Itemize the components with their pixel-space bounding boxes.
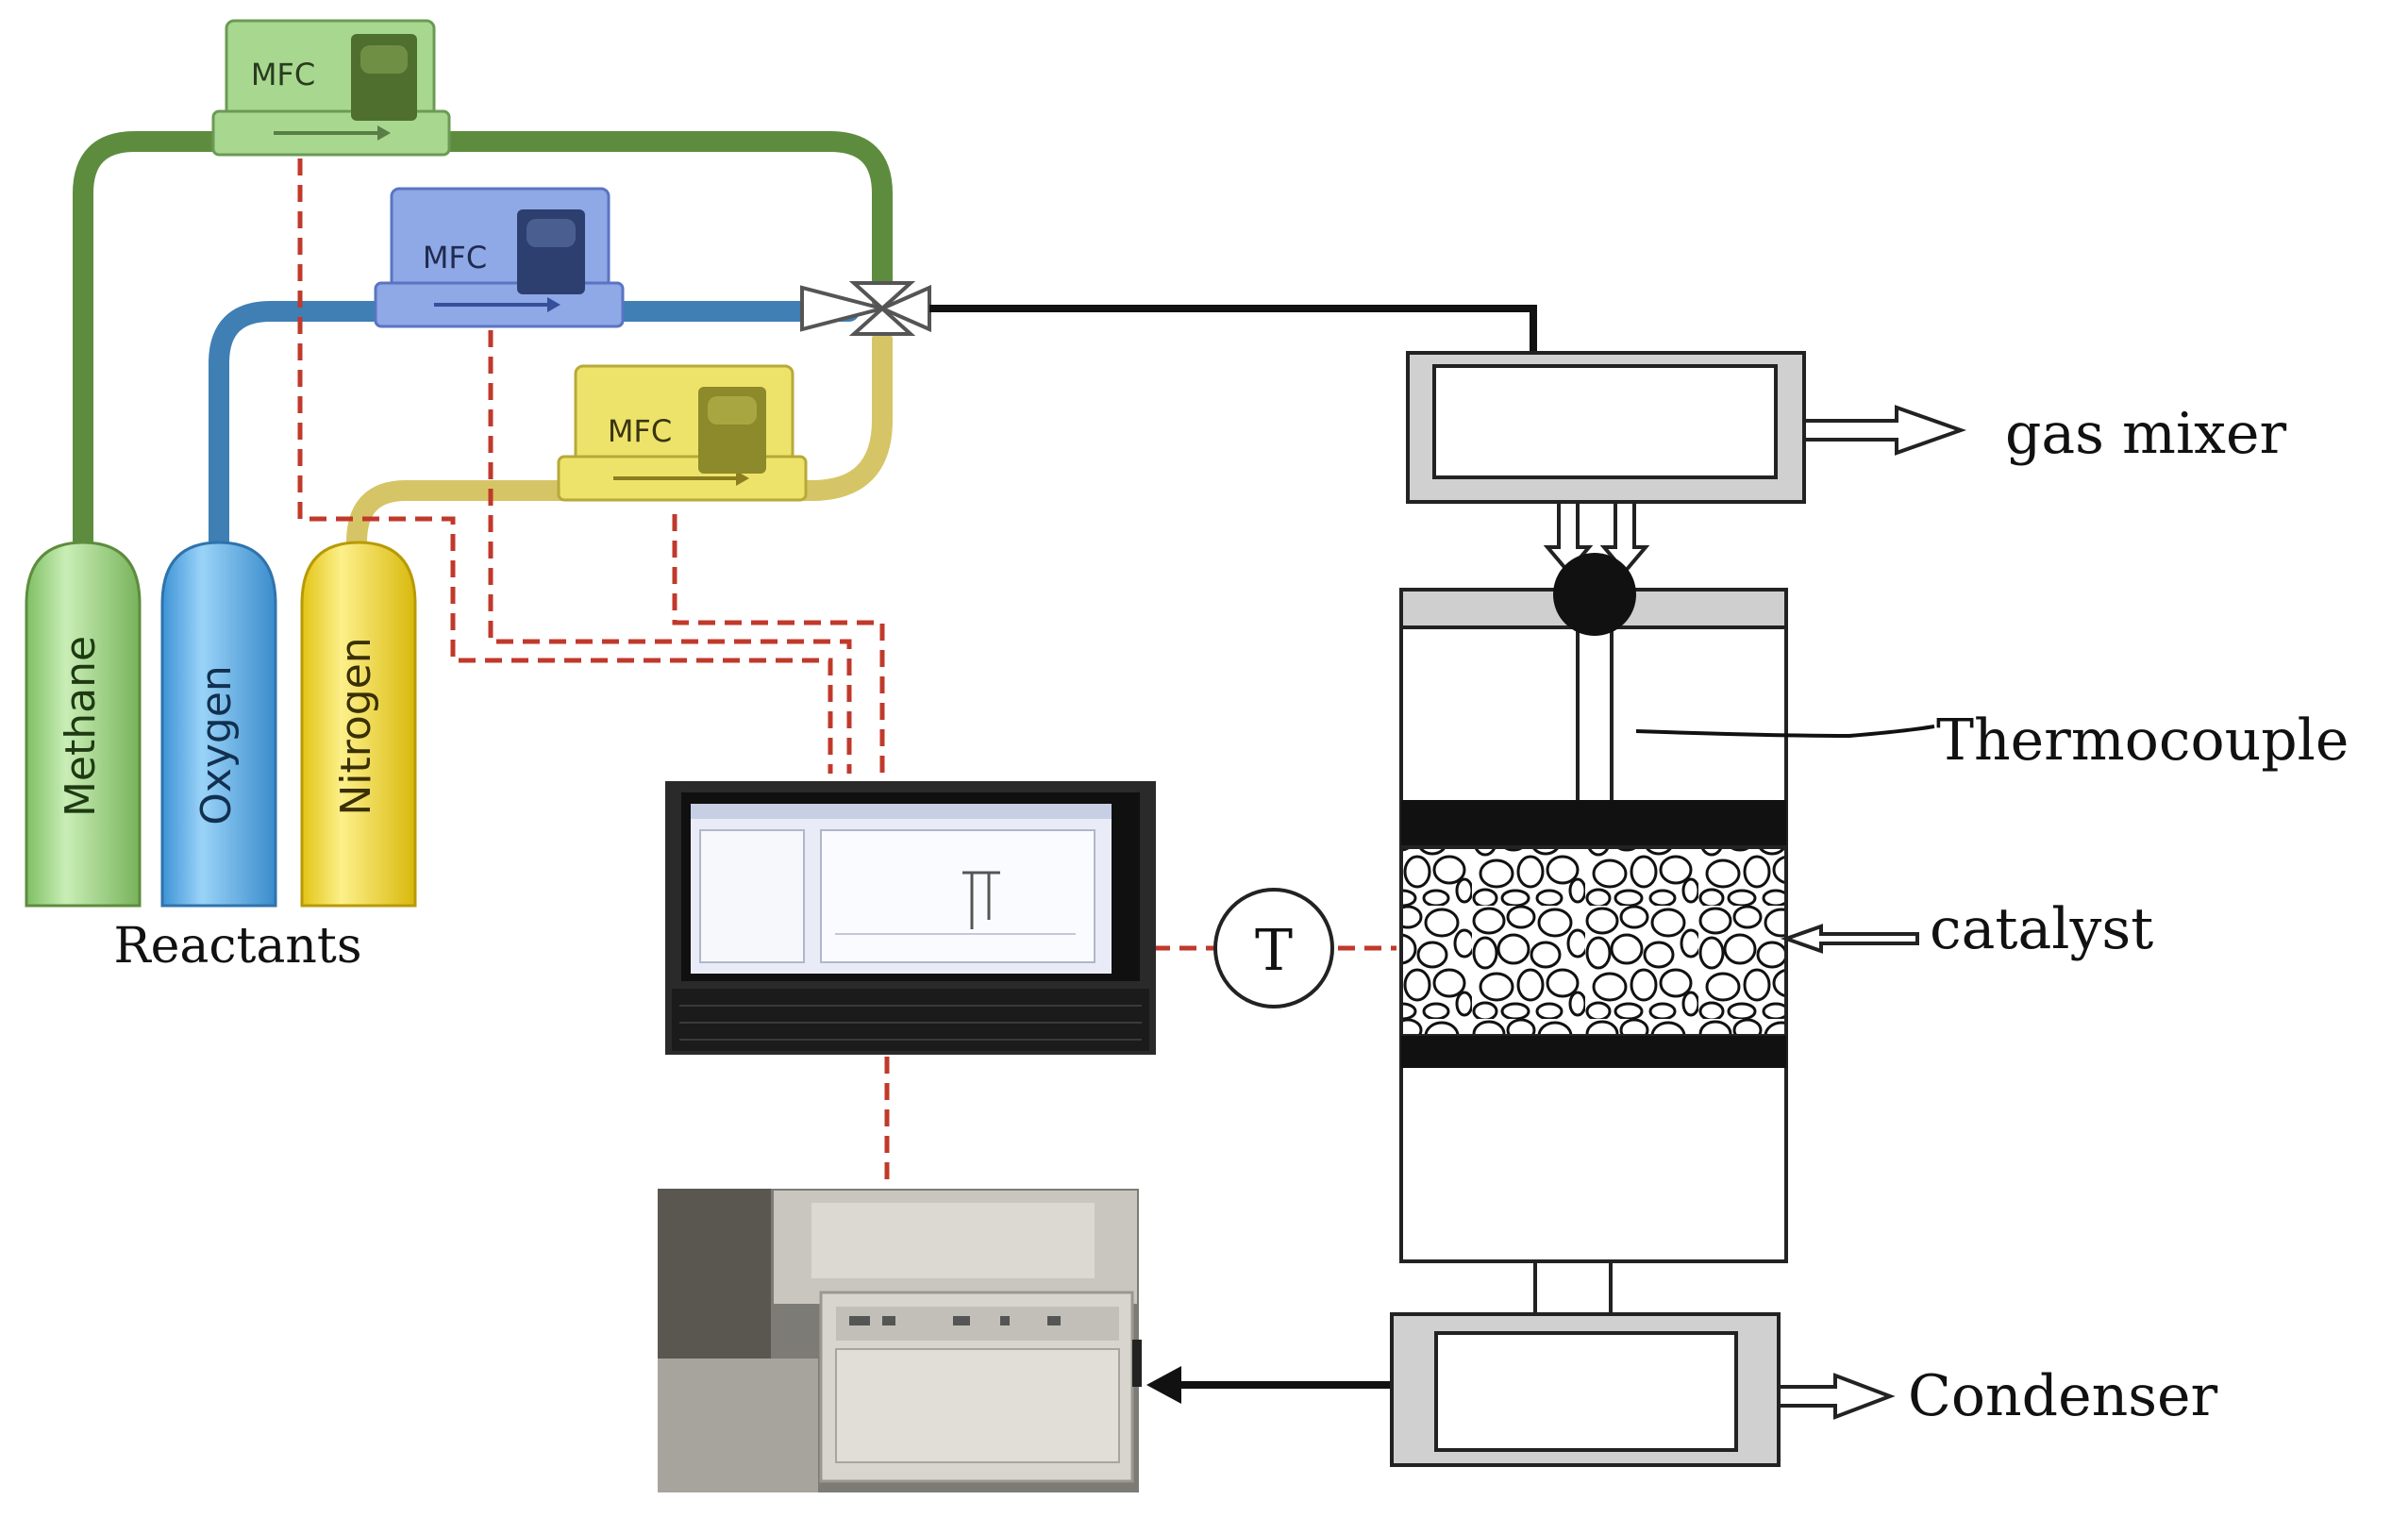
condenser-to-gc-line <box>1146 1366 1396 1404</box>
gas-mixer <box>1406 351 1806 504</box>
gas-mixer-pointer-arrow <box>1802 405 1967 456</box>
condenser-pointer-arrow <box>1777 1373 1896 1420</box>
nitrogen-cylinder-label: Nitrogen <box>332 637 380 815</box>
thermocouple-label: Thermocouple <box>1936 708 2349 774</box>
laptop-computer <box>665 781 1156 1055</box>
gas-chromatograph <box>658 1189 1142 1492</box>
signal-line-nitrogen-mfc <box>672 514 885 774</box>
thermocouple-pointer <box>1635 725 1935 739</box>
mixed-gas-line <box>929 305 1537 357</box>
catalyst-label: catalyst <box>1930 896 2153 962</box>
signal-line-methane-mfc <box>297 158 833 774</box>
condenser-label: Condenser <box>1908 1363 2218 1429</box>
methane-cylinder: Methane <box>25 541 142 908</box>
nitrogen-line <box>346 329 893 553</box>
nitrogen-cylinder: Nitrogen <box>300 541 417 908</box>
catalyst-pointer-arrow <box>1780 924 1919 954</box>
mfc-nitrogen: MFC <box>557 364 808 502</box>
reactor-inlet-fitting <box>1553 553 1636 636</box>
condenser <box>1390 1312 1781 1467</box>
temperature-sensor: T <box>1213 888 1334 1009</box>
gas-mixer-label: gas mixer <box>2005 401 2286 467</box>
mfc-nitrogen-label: MFC <box>608 413 672 449</box>
oxygen-cylinder: Oxygen <box>160 541 277 908</box>
catalyst-bed <box>1399 845 1788 1038</box>
mfc-methane-label: MFC <box>251 57 315 92</box>
mixer-to-reactor-arrows <box>1543 500 1650 575</box>
mfc-oxygen: MFC <box>374 187 625 328</box>
methane-line <box>73 131 893 553</box>
fixed-bed-reactor <box>1399 553 1788 1316</box>
mfc-methane: MFC <box>211 19 451 157</box>
signal-line-oxygen-mfc <box>488 330 852 774</box>
temperature-sensor-label: T <box>1255 918 1293 984</box>
mixing-valve-icon <box>800 281 931 336</box>
methane-cylinder-label: Methane <box>57 636 105 817</box>
reactants-label: Reactants <box>113 918 361 975</box>
oxygen-line <box>209 301 860 553</box>
oxygen-cylinder-label: Oxygen <box>192 665 241 825</box>
mfc-oxygen-label: MFC <box>423 240 487 275</box>
